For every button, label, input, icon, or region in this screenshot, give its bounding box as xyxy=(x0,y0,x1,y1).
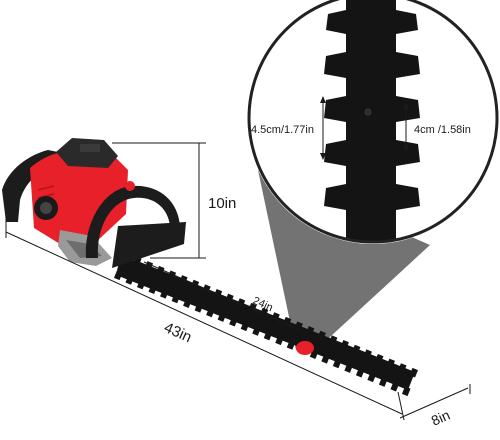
blade-tooth xyxy=(229,316,238,327)
overall-length-dimension xyxy=(5,218,405,421)
blade-length-dimension xyxy=(143,261,301,331)
blade-tooth xyxy=(355,367,365,378)
height-label: 10in xyxy=(208,195,236,212)
blade-tooth xyxy=(397,363,407,373)
blade-tooth xyxy=(206,307,215,318)
width-label: 8in xyxy=(429,407,453,429)
tooth-spacing-outer-arrow xyxy=(320,96,326,160)
overall-length-label: 43in xyxy=(161,319,194,346)
blade-tooth xyxy=(217,312,227,322)
tooth-spacing-outer-label: 4.5cm/1.77in xyxy=(251,124,314,136)
width-dimension xyxy=(399,384,471,419)
blade-tooth xyxy=(317,330,326,341)
tooth-spacing-inner-label: 4cm /1.58in xyxy=(414,124,471,136)
blade-tooth xyxy=(351,344,361,355)
magnified-blade-teeth xyxy=(324,0,420,242)
blade-tooth xyxy=(367,372,376,383)
trimmer-engine xyxy=(2,138,186,268)
blade-tooth xyxy=(340,340,349,350)
blade-tooth xyxy=(148,284,158,295)
blade-tooth xyxy=(286,340,296,350)
blade-tooth xyxy=(194,302,204,313)
blade-tooth xyxy=(282,316,292,327)
height-dimension xyxy=(112,142,206,259)
blade-tooth xyxy=(125,275,135,285)
tooth-spacing-inner-arrow xyxy=(403,102,409,152)
blade-tooth xyxy=(344,363,353,373)
blade-detail-lens xyxy=(247,0,499,244)
blade-tooth xyxy=(321,353,330,364)
blade-tooth xyxy=(179,275,188,285)
blade-tooth xyxy=(225,293,234,304)
blade-tooth xyxy=(271,312,280,322)
front-handle xyxy=(85,185,180,258)
blade-tooth xyxy=(171,293,181,304)
blade-tooth xyxy=(332,358,342,369)
blade-tooth xyxy=(160,288,169,299)
blade-tooth xyxy=(252,326,261,336)
blade-tooth xyxy=(183,298,192,308)
blade-tooth xyxy=(363,349,372,360)
blade-tooth xyxy=(305,326,315,336)
blade-tooth xyxy=(328,335,338,346)
blade-tooth xyxy=(390,381,400,392)
blade-tooth xyxy=(137,279,146,290)
blade-tooth xyxy=(374,353,384,364)
blade-tooth xyxy=(240,321,250,332)
blade-tooth xyxy=(386,358,395,369)
blade-tooth xyxy=(378,377,388,387)
blade-tooth xyxy=(113,270,123,281)
hand-guard xyxy=(112,222,186,268)
blade-tooth xyxy=(409,367,419,378)
blade-tooth xyxy=(275,335,284,346)
blade-tooth xyxy=(401,386,411,397)
blade-tooth xyxy=(263,330,273,341)
blade-red-marker xyxy=(296,341,314,355)
